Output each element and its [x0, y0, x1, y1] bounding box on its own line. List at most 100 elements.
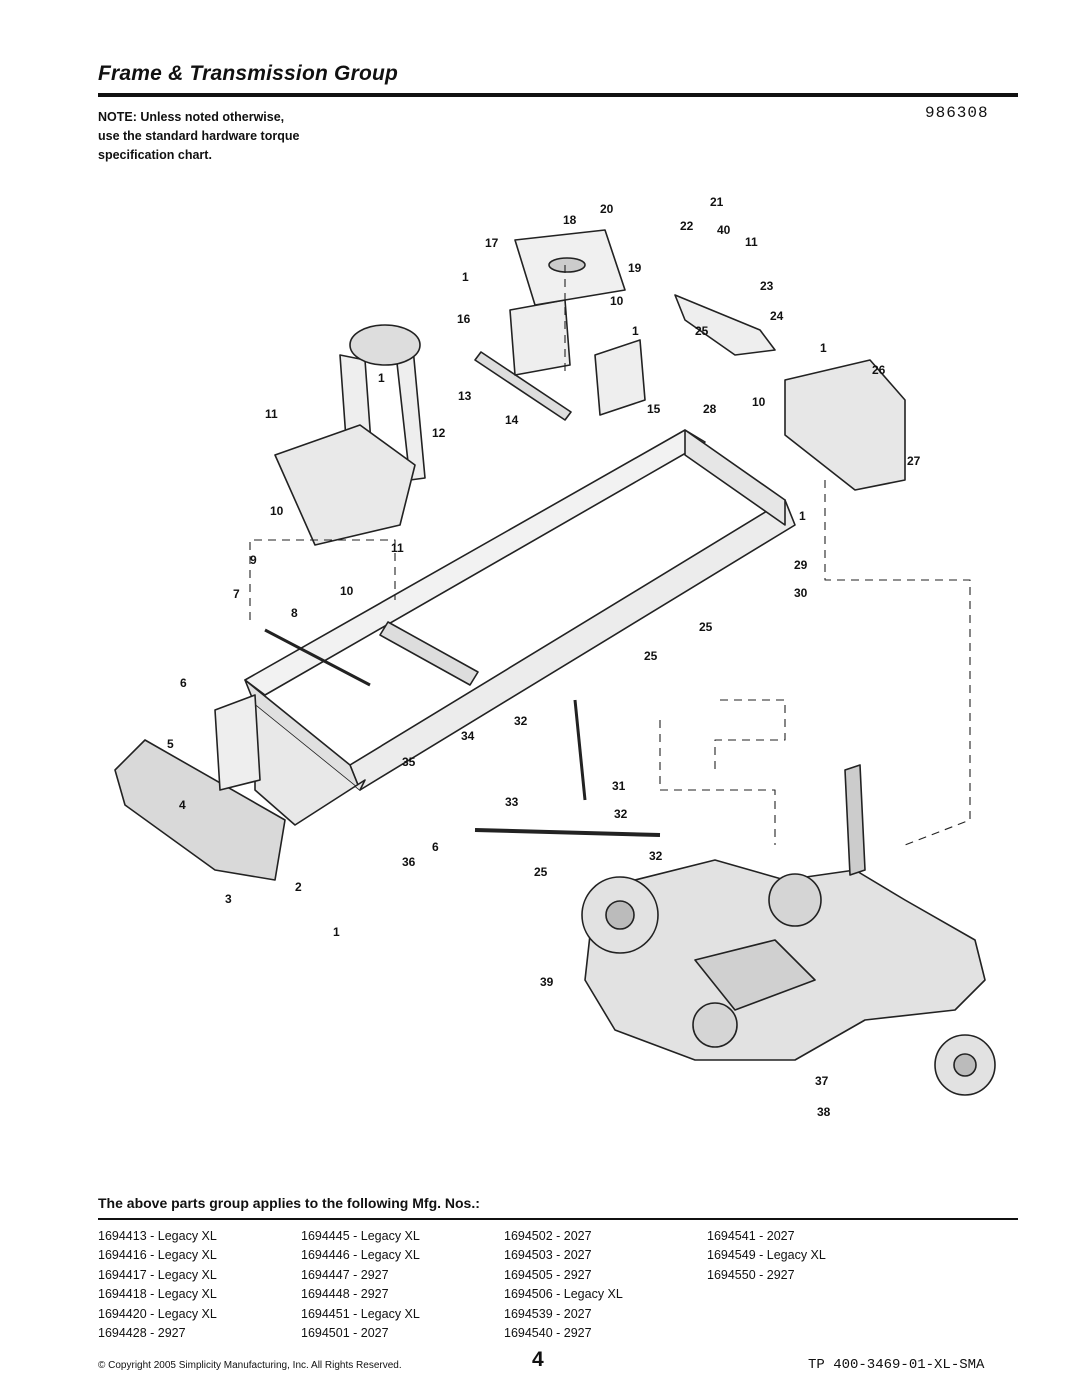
- callout: 22: [680, 219, 694, 233]
- exploded-parts-diagram: 21 20 18 22 40 17 11 19 1 23 10 16 24 1 …: [114, 195, 996, 1119]
- callout: 25: [534, 865, 548, 879]
- callout: 21: [710, 195, 724, 209]
- callout: 13: [458, 389, 472, 403]
- callout: 6: [432, 840, 439, 854]
- model-entry: 1694416 - Legacy XL: [98, 1248, 217, 1263]
- tie-rod: [264, 628, 371, 687]
- callout-labels: 21 20 18 22 40 17 11 19 1 23 10 16 24 1 …: [167, 195, 921, 1119]
- front-bumper: [114, 739, 286, 881]
- model-entry: 1694539 - 2027: [504, 1306, 592, 1321]
- callout: 38: [817, 1105, 831, 1119]
- callout: 36: [402, 855, 416, 869]
- applies-heading: The above parts group applies to the fol…: [98, 1195, 480, 1211]
- callout: 1: [820, 341, 827, 355]
- callout: 32: [614, 807, 628, 821]
- callout: 9: [250, 553, 257, 567]
- page-number: 4: [532, 1348, 544, 1371]
- model-entry: 1694506 - Legacy XL: [504, 1287, 623, 1302]
- bumper-bracket: [214, 694, 261, 791]
- document-code: TP 400-3469-01-XL-SMA: [808, 1357, 985, 1373]
- callout: 40: [717, 223, 731, 237]
- callout: 25: [699, 620, 713, 634]
- callout: 29: [794, 558, 808, 572]
- callout: 5: [167, 737, 174, 751]
- model-column: 1694445 - Legacy XL 1694446 - Legacy XL …: [301, 1227, 504, 1343]
- callout: 10: [340, 584, 354, 598]
- callout: 11: [745, 235, 758, 249]
- callout: 15: [647, 402, 661, 416]
- model-column: 1694502 - 2027 1694503 - 2027 1694505 - …: [504, 1227, 707, 1343]
- callout: 11: [391, 541, 404, 555]
- model-entry: 1694417 - Legacy XL: [98, 1267, 217, 1282]
- transaxle: [581, 764, 996, 1096]
- callout: 10: [610, 294, 624, 308]
- shift-plate: [509, 299, 571, 376]
- drag-link: [474, 828, 661, 837]
- steering-top: [349, 324, 421, 366]
- model-column: 1694541 - 2027 1694549 - Legacy XL 16945…: [707, 1227, 910, 1343]
- callout: 8: [291, 606, 298, 620]
- callout: 12: [432, 426, 446, 440]
- callout: 35: [402, 755, 416, 769]
- callout: 10: [270, 504, 284, 518]
- model-entry: 1694446 - Legacy XL: [301, 1248, 420, 1263]
- callout: 1: [378, 371, 385, 385]
- side-plate: [594, 339, 646, 416]
- model-entry: 1694413 - Legacy XL: [98, 1229, 217, 1243]
- model-entry: 1694540 - 2927: [504, 1326, 592, 1341]
- callout: 23: [760, 279, 774, 293]
- callout: 14: [505, 413, 519, 427]
- callout: 6: [180, 676, 187, 690]
- model-entry: 1694447 - 2927: [301, 1267, 389, 1282]
- callout: 1: [799, 509, 806, 523]
- callout: 30: [794, 586, 808, 600]
- page-title: Frame & Transmission Group: [98, 62, 399, 85]
- model-entry: 1694418 - Legacy XL: [98, 1287, 217, 1302]
- model-number-list: 1694413 - Legacy XL 1694416 - Legacy XL …: [98, 1227, 1018, 1343]
- callout: 4: [179, 798, 186, 812]
- callout: 31: [612, 779, 626, 793]
- model-entry: 1694428 - 2927: [98, 1326, 186, 1341]
- callout: 2: [295, 880, 302, 894]
- callout: 17: [485, 236, 499, 250]
- torque-note: NOTE: Unless noted otherwise, use the st…: [98, 108, 299, 165]
- model-entry: 1694505 - 2927: [504, 1267, 592, 1282]
- callout: 25: [695, 324, 709, 338]
- callout: 1: [333, 925, 340, 939]
- callout: 20: [600, 202, 614, 216]
- cover-box: [784, 359, 906, 491]
- callout: 1: [462, 270, 469, 284]
- copyright-notice: © Copyright 2005 Simplicity Manufacturin…: [98, 1360, 402, 1371]
- callout: 32: [649, 849, 663, 863]
- model-entry: 1694549 - Legacy XL: [707, 1248, 826, 1263]
- callout: 34: [461, 729, 475, 743]
- diagram-number: 986308: [925, 104, 989, 122]
- bracket-slot: [548, 257, 586, 273]
- callout: 25: [644, 649, 658, 663]
- callout: 33: [505, 795, 519, 809]
- callout: 32: [514, 714, 528, 728]
- model-entry: 1694420 - Legacy XL: [98, 1306, 217, 1321]
- callout: 18: [563, 213, 577, 227]
- applies-rule: [98, 1218, 1018, 1220]
- steering-plate: [274, 424, 416, 546]
- model-entry: 1694445 - Legacy XL: [301, 1229, 420, 1243]
- model-entry: 1694451 - Legacy XL: [301, 1306, 420, 1321]
- note-line: use the standard hardware torque: [98, 129, 300, 143]
- note-line: NOTE: Unless noted otherwise,: [98, 110, 285, 124]
- callout: 28: [703, 402, 717, 416]
- shock-rod: [573, 699, 587, 801]
- callout: 1: [632, 324, 639, 338]
- model-entry: 1694503 - 2027: [504, 1248, 592, 1263]
- callout: 16: [457, 312, 471, 326]
- callout: 10: [752, 395, 766, 409]
- linkage-bracket: [674, 294, 776, 356]
- callout: 37: [815, 1074, 829, 1088]
- callout: 27: [907, 454, 921, 468]
- callout: 26: [872, 363, 886, 377]
- callout: 3: [225, 892, 232, 906]
- title-rule: [98, 93, 1018, 97]
- model-entry: 1694550 - 2927: [707, 1267, 795, 1282]
- callout: 7: [233, 587, 240, 601]
- model-entry: 1694502 - 2027: [504, 1229, 592, 1243]
